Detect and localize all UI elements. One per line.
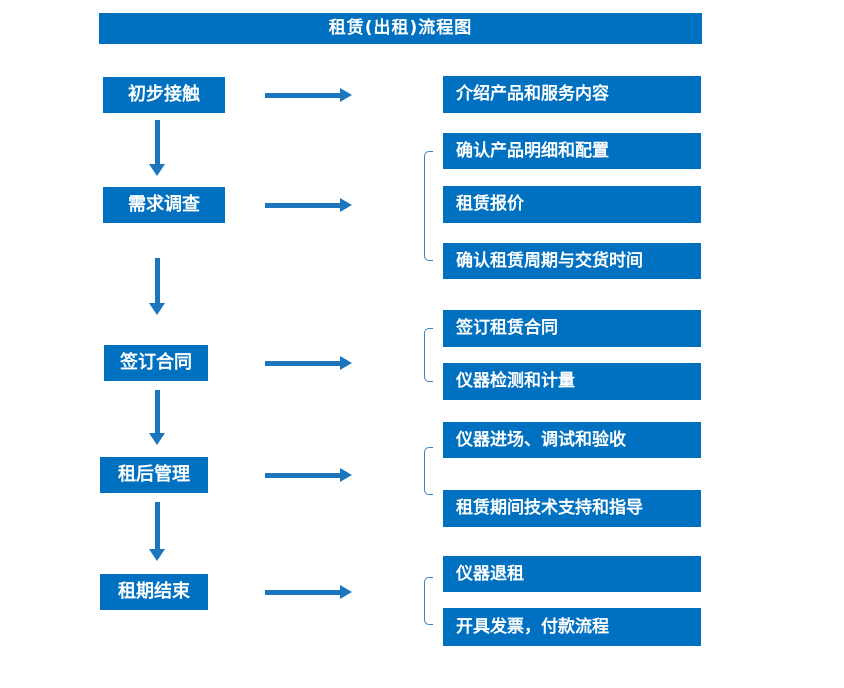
group-bracket — [424, 151, 433, 261]
detail-box-confirm-product-config: 确认产品明细和配置 — [443, 133, 701, 169]
arrow-head — [340, 356, 352, 370]
arrow-head — [340, 88, 352, 102]
group-bracket — [424, 447, 433, 495]
arrow-shaft — [265, 92, 341, 98]
arrow-head — [149, 433, 165, 445]
detail-box-introduce-products: 介绍产品和服务内容 — [443, 76, 701, 113]
detail-box-instrument-testing: 仪器检测和计量 — [443, 363, 701, 400]
arrow-shaft — [154, 258, 160, 304]
right-arrow-icon — [265, 585, 352, 599]
group-bracket — [424, 577, 433, 625]
detail-box-confirm-period-delivery: 确认租赁周期与交货时间 — [443, 243, 701, 279]
down-arrow-icon — [149, 120, 165, 176]
detail-box-technical-support: 租赁期间技术支持和指导 — [443, 490, 701, 527]
arrow-head — [149, 303, 165, 315]
right-arrow-icon — [265, 198, 352, 212]
arrow-head — [149, 164, 165, 176]
arrow-head — [340, 585, 352, 599]
detail-box-rental-quote: 租赁报价 — [443, 186, 701, 223]
arrow-head — [149, 549, 165, 561]
step-box-sign-contract: 签订合同 — [104, 345, 208, 381]
arrow-shaft — [265, 472, 341, 478]
arrow-head — [340, 198, 352, 212]
right-arrow-icon — [265, 88, 352, 102]
step-box-rental-end: 租期结束 — [100, 574, 208, 610]
arrow-shaft — [154, 120, 160, 165]
step-box-demand-survey: 需求调查 — [103, 187, 225, 223]
detail-box-instrument-setup-acceptance: 仪器进场、调试和验收 — [443, 422, 701, 458]
arrow-shaft — [265, 202, 341, 208]
flowchart-title: 租赁(出租)流程图 — [99, 13, 702, 44]
detail-box-invoice-payment: 开具发票，付款流程 — [443, 608, 701, 646]
arrow-shaft — [265, 589, 341, 595]
arrow-shaft — [154, 390, 160, 434]
arrow-shaft — [154, 502, 160, 550]
arrow-shaft — [265, 360, 341, 366]
down-arrow-icon — [149, 502, 165, 561]
group-bracket — [424, 328, 433, 382]
step-box-initial-contact: 初步接触 — [103, 77, 225, 113]
detail-box-instrument-return: 仪器退租 — [443, 556, 701, 592]
down-arrow-icon — [149, 390, 165, 445]
right-arrow-icon — [265, 356, 352, 370]
arrow-head — [340, 468, 352, 482]
right-arrow-icon — [265, 468, 352, 482]
down-arrow-icon — [149, 258, 165, 315]
detail-box-sign-rental-contract: 签订租赁合同 — [443, 310, 701, 347]
step-box-post-rental-management: 租后管理 — [100, 457, 208, 493]
